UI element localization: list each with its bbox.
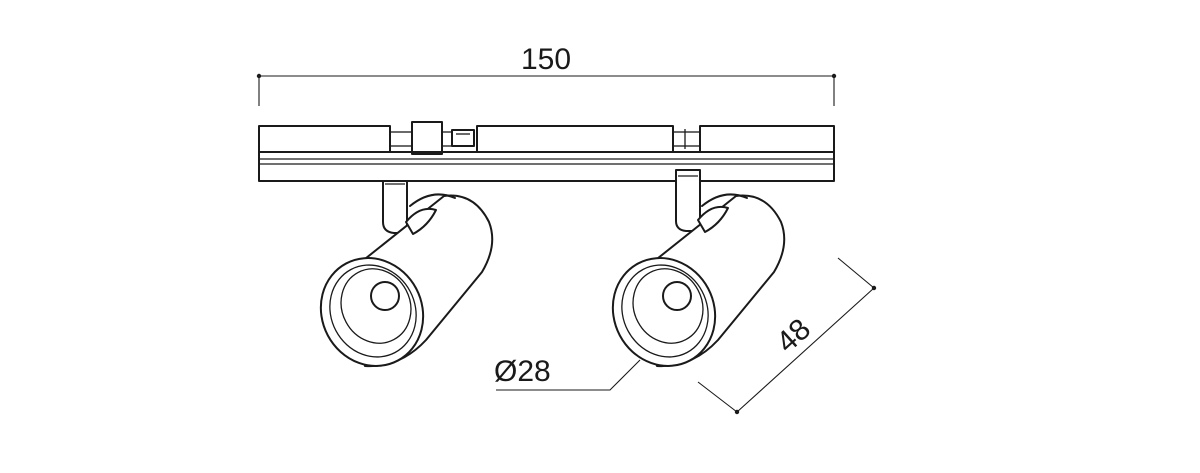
spotlight-right-stem bbox=[675, 169, 701, 232]
width-dimension: 150 bbox=[256, 43, 837, 106]
track-segment-left bbox=[258, 125, 391, 153]
spotlight-left bbox=[319, 180, 494, 368]
track-rail-body bbox=[258, 151, 835, 182]
track-connector-1 bbox=[389, 131, 413, 147]
depth-extension-bottom bbox=[697, 381, 738, 413]
track-connector-2 bbox=[441, 131, 453, 147]
spotlight-right bbox=[611, 169, 786, 368]
width-label: 150 bbox=[521, 43, 571, 76]
spotlight-left-stem bbox=[382, 180, 408, 234]
track-segment-right bbox=[699, 125, 835, 153]
spotlight-right-reflector-inner bbox=[632, 268, 704, 344]
spotlight-left-lens bbox=[370, 281, 400, 311]
depth-dimension-dot-top bbox=[871, 285, 877, 291]
spotlight-right-lens bbox=[662, 281, 692, 311]
spotlight-left-back-cap bbox=[409, 193, 456, 207]
spotlight-right-reflector-outer bbox=[621, 264, 709, 358]
spotlight-right-back-cap bbox=[701, 193, 748, 207]
spotlight-right-front-rim bbox=[611, 257, 717, 367]
depth-dimension-line bbox=[736, 287, 875, 413]
track-connector-3 bbox=[672, 131, 701, 147]
diameter-label: Ø28 bbox=[494, 355, 551, 388]
diameter-leader-line bbox=[496, 359, 641, 391]
spotlight-right-pivot bbox=[697, 205, 729, 233]
depth-extension-top bbox=[837, 257, 875, 289]
depth-label: 48 bbox=[770, 313, 817, 360]
adapter-knob bbox=[451, 129, 475, 147]
diameter-callout: Ø28 bbox=[494, 355, 641, 391]
track-rail bbox=[258, 121, 835, 182]
spotlight-left-front-rim bbox=[319, 257, 425, 367]
width-dimension-dot-left bbox=[256, 73, 262, 79]
track-segment-middle bbox=[476, 125, 674, 153]
width-dimension-dot-right bbox=[831, 73, 837, 79]
spotlight-left-reflector-inner bbox=[340, 268, 412, 344]
adapter-block bbox=[411, 121, 443, 155]
spotlight-left-pivot bbox=[405, 207, 437, 235]
depth-dimension-dot-bottom bbox=[734, 409, 740, 415]
spotlight-left-reflector-outer bbox=[329, 264, 417, 358]
